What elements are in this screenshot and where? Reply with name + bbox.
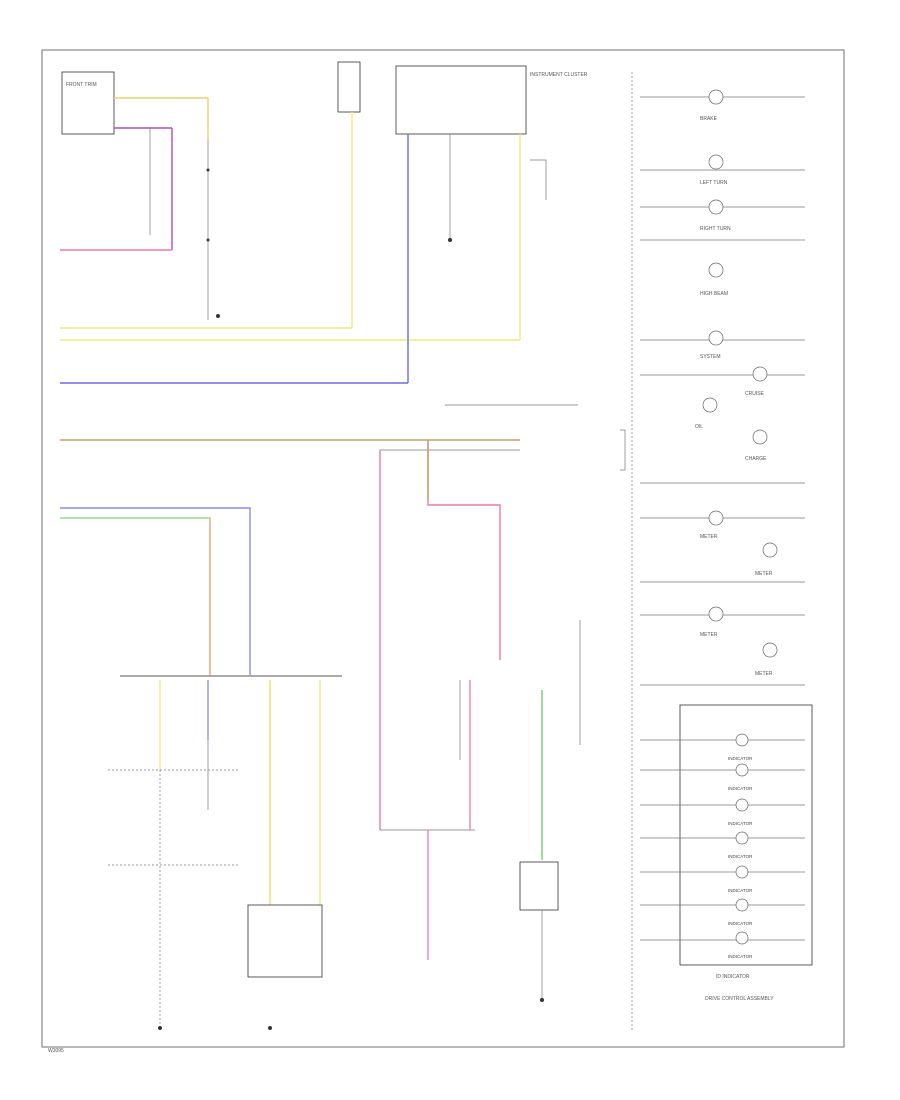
switch-contact — [206, 168, 210, 172]
wire-gray-cluster-right — [530, 159, 547, 200]
lamp-bulb-icon — [708, 199, 724, 215]
ground-point — [216, 314, 220, 318]
indicator-label: INDICATOR — [728, 888, 753, 893]
diagram-frame — [41, 49, 845, 1048]
lamp-label: OIL — [695, 424, 703, 430]
top-left-box — [61, 71, 115, 135]
lamp-bulb-icon — [708, 154, 724, 170]
indicator-bulb-icon — [735, 898, 749, 912]
indicator-label: INDICATOR — [728, 821, 753, 826]
indicator-bulb-icon — [735, 763, 749, 777]
lamp-bulb-icon — [708, 330, 724, 346]
lamp-bulb-icon — [702, 397, 718, 413]
switch-contact — [206, 238, 210, 242]
lamp-label: METER — [755, 671, 773, 677]
indicator-bulb-icon — [735, 931, 749, 945]
lamp-label: RIGHT TURN — [700, 226, 731, 232]
ground-point — [540, 998, 544, 1002]
indicator-list: INDICATOR INDICATOR INDICATOR INDICATOR … — [640, 733, 805, 959]
lamp-bulb-icon — [752, 429, 768, 445]
fuel-sender-box — [247, 904, 323, 978]
indicator-label: INDICATOR — [728, 954, 753, 959]
indicator-bulb-icon — [735, 798, 749, 812]
lamp-bulb-icon — [762, 642, 778, 658]
wire-lightgreen — [60, 517, 211, 675]
indicator-bulb-icon — [735, 865, 749, 879]
fuse-box — [337, 61, 361, 113]
connector-bracket — [620, 429, 626, 471]
lamp-column: BRAKE LEFT TURN RIGHT TURN HIGH BEAM SYS… — [640, 89, 805, 686]
ground-point — [448, 238, 452, 242]
lamp-bulb-icon — [708, 510, 724, 526]
bottom-caption: DRIVE CONTROL ASSEMBLY — [705, 996, 774, 1002]
indicator-bulb-icon — [735, 831, 749, 845]
wire-pink-mid-2 — [427, 440, 501, 660]
indicator-box — [679, 704, 813, 966]
indicator-label: INDICATOR — [728, 921, 753, 926]
lamp-label: BRAKE — [700, 116, 718, 122]
lamp-label: CHARGE — [745, 456, 767, 462]
lamp-label: METER — [700, 534, 718, 540]
indicator-label: INDICATOR — [728, 786, 753, 791]
lamp-bulb-icon — [752, 366, 768, 382]
instrument-box-label: INSTRUMENT CLUSTER — [530, 72, 588, 78]
lamp-label: CRUISE — [745, 391, 765, 397]
lamp-label: SYSTEM — [700, 354, 721, 360]
ground-point — [158, 1026, 162, 1030]
indicator-bulb-icon — [735, 733, 749, 747]
indicator-label: INDICATOR — [728, 756, 753, 761]
footer-code: W3095 — [48, 1048, 64, 1054]
indicator-label: INDICATOR — [728, 854, 753, 859]
lamp-label: METER — [700, 632, 718, 638]
relay-box — [519, 861, 559, 911]
lamp-bulb-icon — [762, 542, 778, 558]
instrument-box — [395, 65, 527, 135]
ground-point — [268, 1026, 272, 1030]
top-left-box-label: FRONT TRIM — [66, 82, 97, 88]
lamp-bulb-icon — [708, 262, 724, 278]
lamp-label: HIGH BEAM — [700, 291, 728, 297]
lamp-bulb-icon — [708, 606, 724, 622]
lamp-bulb-icon — [708, 89, 724, 105]
lamp-label: METER — [755, 571, 773, 577]
wire-lightblue — [60, 507, 251, 675]
lamp-label: LEFT TURN — [700, 180, 728, 186]
indicator-box-label: ID INDICATOR — [716, 974, 750, 980]
